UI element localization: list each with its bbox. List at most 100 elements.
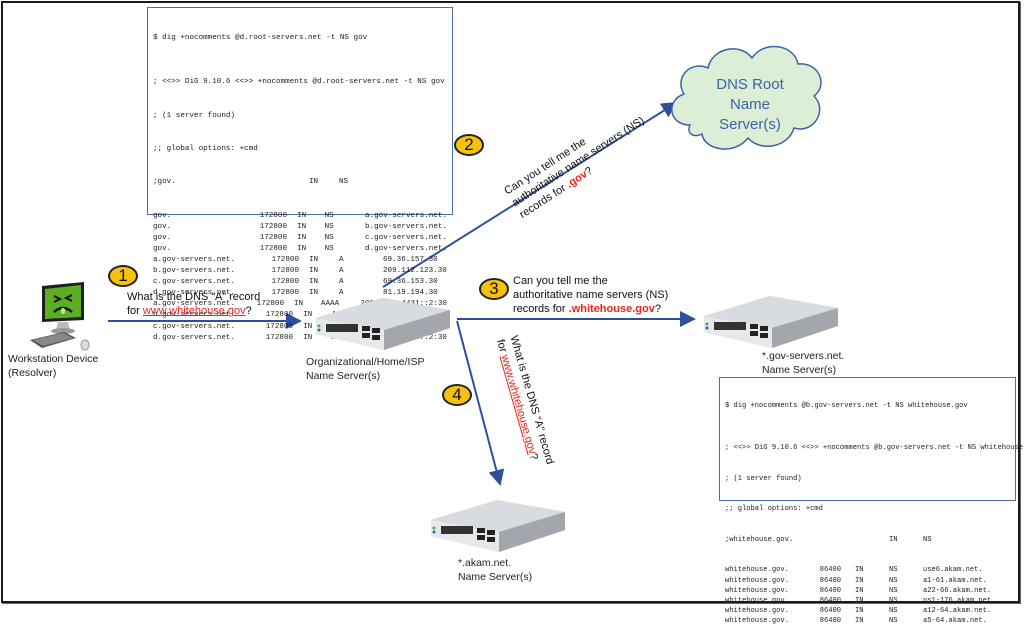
record-ttl: 86400 xyxy=(819,607,841,616)
dig-header-line: ; <<>> DiG 9.10.6 <<>> +nocomments @d.ro… xyxy=(153,78,445,87)
record-type: NS xyxy=(324,222,334,231)
dig-header-line: ; (1 server found) xyxy=(153,111,236,120)
record-value: a12-64.akam.net. xyxy=(923,607,992,616)
record-ttl: 86400 xyxy=(819,566,841,575)
dig-header-line: ;; global options: +cmd xyxy=(725,505,823,514)
dig-header-line: ; <<>> DiG 9.10.6 <<>> +nocomments @b.go… xyxy=(725,444,1024,453)
gov-server-icon xyxy=(704,296,838,348)
record-value: a1-61.akam.net. xyxy=(923,576,987,585)
step-1-badge: 1 xyxy=(108,265,138,287)
record-value: 81.19.194.30 xyxy=(383,289,438,298)
record-type: NS xyxy=(889,617,898,626)
record-value: b.gov-servers.net. xyxy=(364,222,447,231)
record-name: c.gov-servers.net. xyxy=(153,278,236,287)
dig-gov-output: $ dig +nocomments @b.gov-servers.net -t … xyxy=(719,377,1024,625)
record-class: IN xyxy=(309,267,319,276)
record-name: d.gov-servers.net. xyxy=(153,333,236,342)
record-name: whitehouse.gov. xyxy=(725,617,789,626)
record-ttl: 172800 xyxy=(256,300,284,309)
record-name: b.gov-servers.net. xyxy=(153,267,236,276)
record-name: a.gov-servers.net. xyxy=(153,300,236,309)
record-ttl: 86400 xyxy=(819,576,841,585)
record-value: d.gov-servers.net. xyxy=(364,244,447,253)
record-type: A xyxy=(339,255,344,264)
record-name: gov. xyxy=(153,222,172,231)
record-ttl: 86400 xyxy=(819,586,841,595)
record-class: IN xyxy=(303,311,313,320)
record-type: NS xyxy=(889,566,898,575)
record-ttl: 172800 xyxy=(265,322,294,331)
dig-header-line: ;; global options: +cmd xyxy=(153,145,258,154)
record-class: IN xyxy=(297,233,307,242)
step-1-question: What is the DNS “A” record for www.white… xyxy=(127,291,261,317)
record-value: a.gov-servers.net. xyxy=(364,211,447,220)
record-class: IN xyxy=(855,576,864,585)
record-type: NS xyxy=(889,597,898,606)
workstation-label: Workstation Device (Resolver) xyxy=(8,353,99,379)
record-ttl: 172800 xyxy=(271,289,299,298)
record-type: NS xyxy=(324,211,334,220)
record-type: A xyxy=(339,267,344,276)
record-class: IN xyxy=(309,278,319,287)
akam-server-icon xyxy=(431,500,565,552)
record-type: NS xyxy=(889,607,898,616)
record-ttl: 86400 xyxy=(819,617,841,626)
record-ttl: 172800 xyxy=(265,311,294,320)
org-server-label: Organizational/Home/ISP Name Server(s) xyxy=(306,356,425,382)
record-ttl: 172800 xyxy=(259,233,288,242)
record-name: gov. xyxy=(153,244,172,253)
record-class: IN xyxy=(855,597,864,606)
whitehouse-link[interactable]: www.whitehouse.gov xyxy=(142,305,246,317)
record-class: IN xyxy=(303,322,313,331)
record-name: whitehouse.gov. xyxy=(725,586,789,595)
record-name: gov. xyxy=(153,211,172,220)
record-name: whitehouse.gov. xyxy=(725,607,789,616)
record-type: NS xyxy=(324,233,334,242)
record-value: a5-64.akam.net. xyxy=(923,617,987,626)
record-class: IN xyxy=(855,586,864,595)
record-value: use6.akam.net. xyxy=(923,566,983,575)
record-value: 69.36.157.30 xyxy=(383,255,438,264)
arrow-step-2 xyxy=(382,101,678,288)
record-type: AAAA xyxy=(320,300,340,309)
record-class: IN xyxy=(855,617,864,626)
record-class: IN xyxy=(309,289,319,298)
org-server-icon xyxy=(316,298,450,350)
dig-header-line: ; (1 server found) xyxy=(725,474,802,483)
record-name: d.gov-servers.net. xyxy=(153,289,236,298)
record-class: IN xyxy=(855,566,864,575)
record-name: gov. xyxy=(153,233,172,242)
record-ttl: 172800 xyxy=(271,255,299,264)
step-4-badge: 4 xyxy=(442,384,472,406)
dig-command: $ dig +nocomments @b.gov-servers.net -t … xyxy=(725,402,968,411)
record-ttl: 172800 xyxy=(259,211,288,220)
record-value: ns1-176.akam.net. xyxy=(923,597,996,606)
record-type: NS xyxy=(324,244,334,253)
arrows-layer xyxy=(108,101,696,486)
record-ttl: 172800 xyxy=(271,278,299,287)
dig-command: $ dig +nocomments @d.root-servers.net -t… xyxy=(153,34,368,43)
sick-computer-icon xyxy=(30,282,90,351)
record-class: IN xyxy=(303,333,313,342)
record-name: a.gov-servers.net. xyxy=(153,255,236,264)
root-server-label: DNS Root Name Server(s) xyxy=(716,76,784,133)
record-name: b.gov-servers.net. xyxy=(153,311,236,320)
record-ttl: 172800 xyxy=(259,244,288,253)
step-3-badge: 3 xyxy=(479,278,509,300)
dns-record-row: whitehouse.gov. 86400 IN NS a5-64.akam.net. xyxy=(725,616,1010,626)
record-name: whitehouse.gov. xyxy=(725,597,789,606)
